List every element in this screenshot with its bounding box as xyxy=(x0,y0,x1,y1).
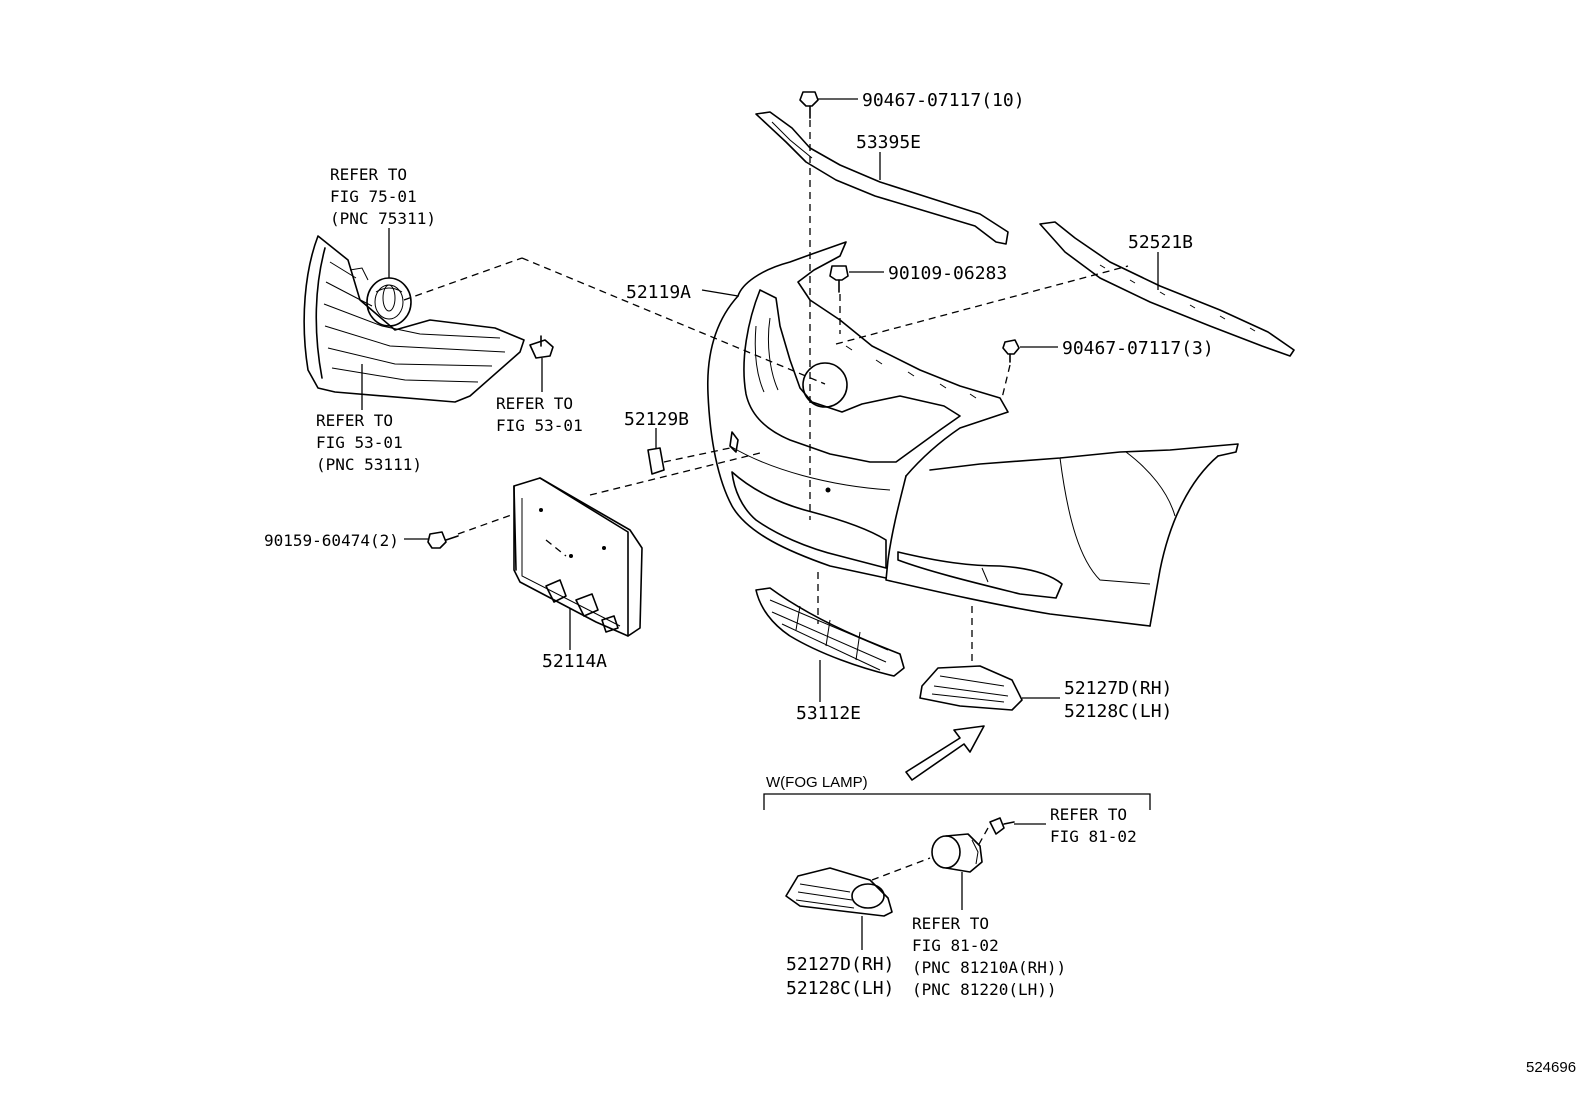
condition-bracket xyxy=(763,793,1151,810)
condition-fog-lamp: W(FOG LAMP) xyxy=(766,774,868,791)
label-bumper-52119a[interactable]: 52119A xyxy=(626,282,691,303)
ref-fig-53-01a-line1: REFER TO xyxy=(316,411,393,430)
image-number: 524696 xyxy=(1526,1059,1576,1076)
screw-icon xyxy=(427,531,459,549)
label-cap-52129b[interactable]: 52129B xyxy=(624,409,689,430)
label-bolt-90467-07117-3[interactable]: 90467-07117(3) xyxy=(1062,338,1214,359)
license-plate-bracket xyxy=(513,477,643,637)
screw-icon xyxy=(989,817,1015,835)
label-lower-grille-53112e[interactable]: 53112E xyxy=(796,703,861,724)
arrow-icon xyxy=(905,725,985,781)
fog-bezel-with-lamp xyxy=(785,867,893,917)
label-bezel-52128c-lh-bottom[interactable]: 52128C(LH) xyxy=(786,978,894,999)
bolt-icon xyxy=(1002,339,1020,363)
ref-fig-81-02a-line2[interactable]: FIG 81-02 xyxy=(1050,827,1137,846)
label-bezel-52128c-lh-top[interactable]: 52128C(LH) xyxy=(1064,701,1172,722)
label-bezel-52127d-rh-bottom[interactable]: 52127D(RH) xyxy=(786,954,894,975)
fog-bezel-no-lamp xyxy=(919,665,1023,711)
bumper-cover xyxy=(706,241,1239,627)
ref-fig-81-02b-line2[interactable]: FIG 81-02 xyxy=(912,936,999,955)
label-retainer-53395e[interactable]: 53395E xyxy=(856,132,921,153)
ref-fig-81-02b-line1: REFER TO xyxy=(912,914,989,933)
ref-fig-81-02b-line3: (PNC 81210A(RH)) xyxy=(912,958,1066,977)
ref-fig-53-01a-line3: (PNC 53111) xyxy=(316,455,422,474)
radiator-grille xyxy=(303,235,525,403)
label-bracket-52114a[interactable]: 52114A xyxy=(542,651,607,672)
cap-52129b xyxy=(647,447,665,475)
bolt-icon xyxy=(799,91,819,119)
ref-fig-75-01-line1: REFER TO xyxy=(330,165,407,184)
ref-fig-53-01b-line2[interactable]: FIG 53-01 xyxy=(496,416,583,435)
label-retainer-52521b[interactable]: 52521B xyxy=(1128,232,1193,253)
ref-fig-53-01a-line2[interactable]: FIG 53-01 xyxy=(316,433,403,452)
bolt-icon xyxy=(829,265,849,293)
emblem-icon xyxy=(366,277,412,327)
ref-fig-75-01-line2[interactable]: FIG 75-01 xyxy=(330,187,417,206)
clip-icon xyxy=(529,335,554,392)
retainer-52521b xyxy=(1039,221,1295,357)
label-bolt-90109-06283[interactable]: 90109-06283 xyxy=(888,263,1007,284)
ref-fig-81-02a-line1: REFER TO xyxy=(1050,805,1127,824)
retainer-53395e xyxy=(755,111,1009,245)
label-screw-90159-60474-2[interactable]: 90159-60474(2) xyxy=(264,531,399,550)
fog-lamp xyxy=(931,833,983,873)
label-bolt-90467-07117-10[interactable]: 90467-07117(10) xyxy=(862,90,1025,111)
label-bezel-52127d-rh-top[interactable]: 52127D(RH) xyxy=(1064,678,1172,699)
ref-fig-75-01-line3: (PNC 75311) xyxy=(330,209,436,228)
ref-fig-53-01b-line1: REFER TO xyxy=(496,394,573,413)
lower-grille xyxy=(755,587,905,677)
ref-fig-81-02b-line4: (PNC 81220(LH)) xyxy=(912,980,1057,999)
